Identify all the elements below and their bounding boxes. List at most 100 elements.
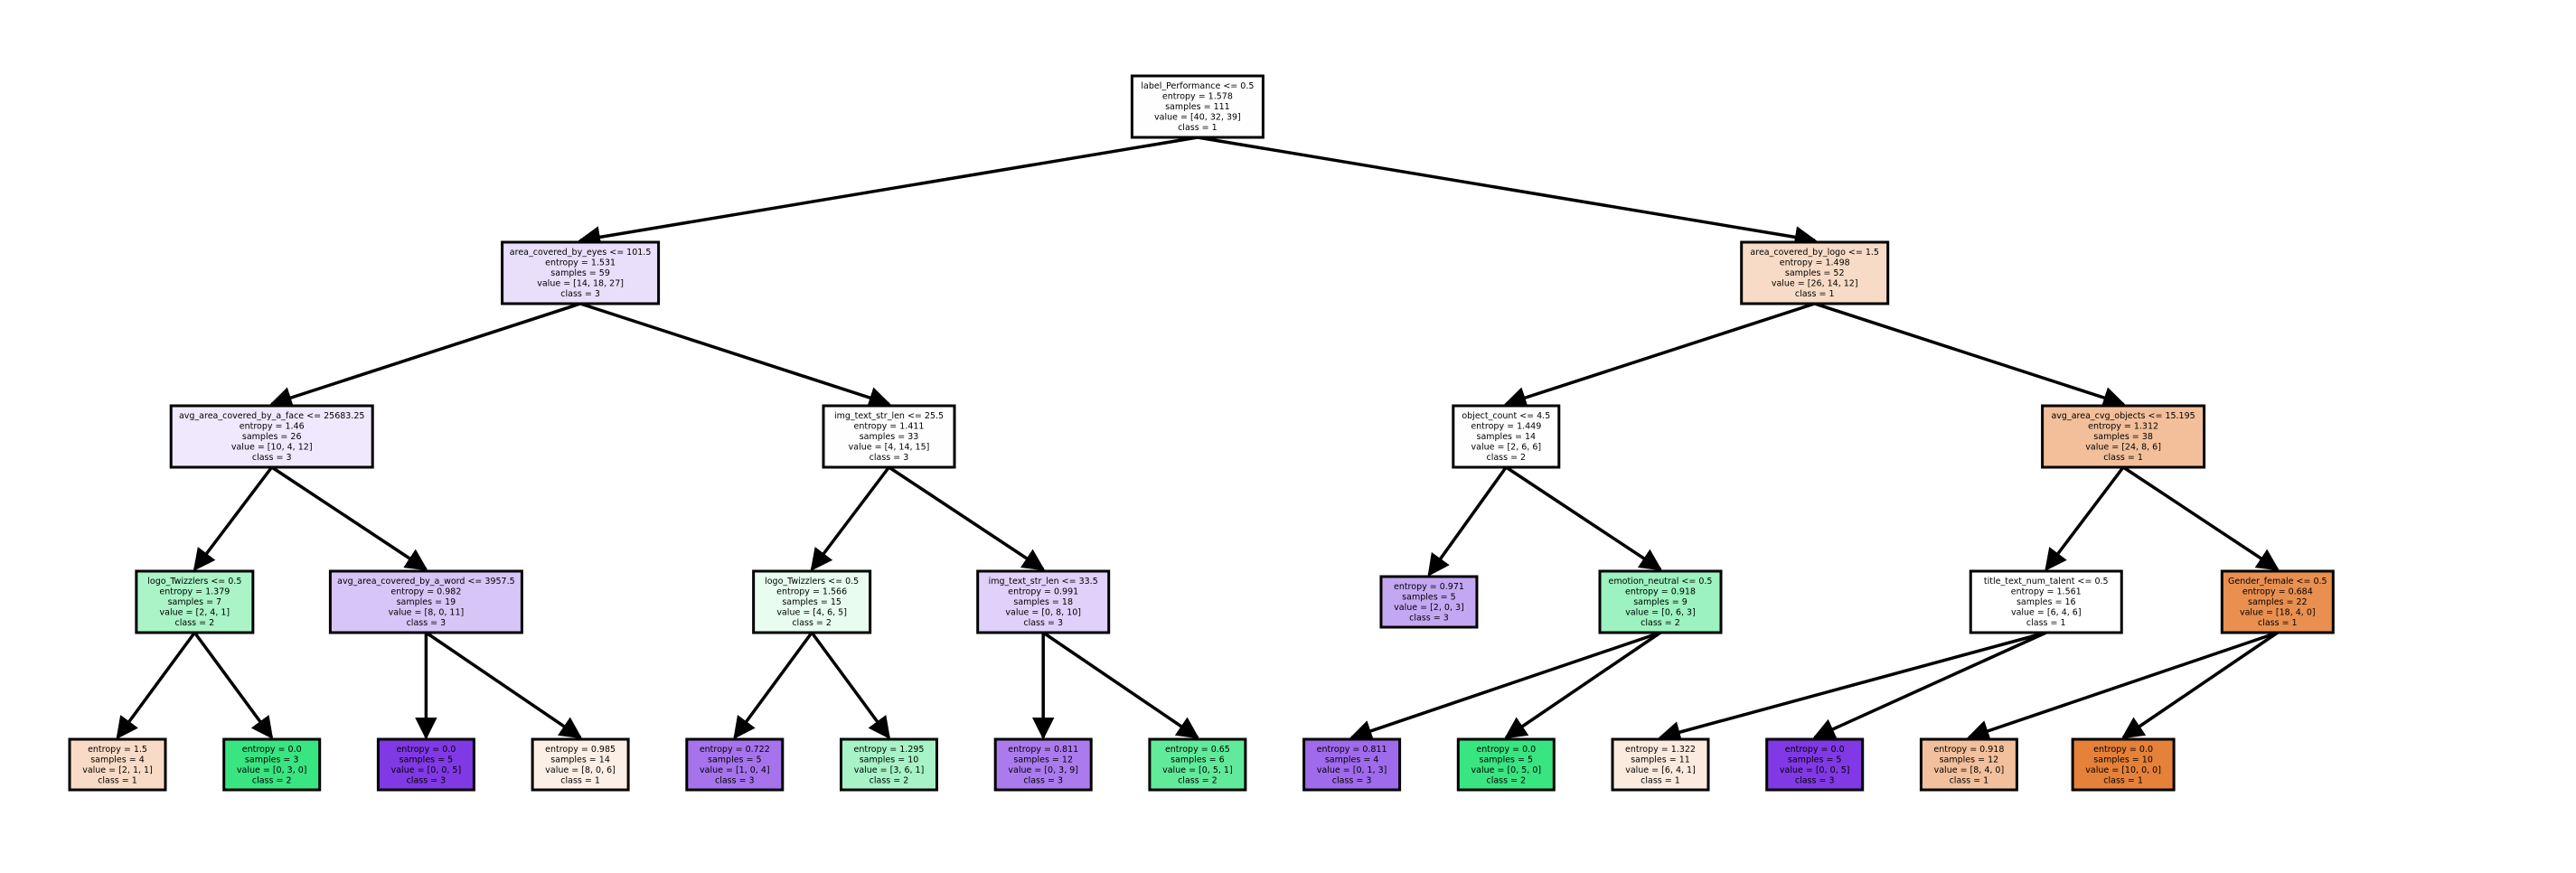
tree-node-line: samples = 4 (1325, 756, 1379, 765)
tree-node-line: samples = 59 (550, 268, 610, 278)
tree-node-line: samples = 52 (1785, 268, 1845, 278)
tree-node-line: class = 2 (870, 776, 909, 786)
tree-edge-n5-n12 (1505, 465, 1663, 571)
tree-node-line: value = [0, 3, 0] (237, 765, 307, 775)
tree-node-line: class = 1 (2103, 776, 2143, 786)
tree-node-line: object_count <= 4.5 (1462, 411, 1550, 421)
tree-node-line: class = 1 (1795, 289, 1835, 299)
tree-node-box (531, 737, 630, 792)
tree-node-line: Gender_female <= 0.5 (2228, 577, 2327, 587)
tree-node-line: title_text_num_talent <= 0.5 (1984, 577, 2109, 587)
tree-node-line: samples = 19 (397, 597, 456, 607)
tree-node-line: entropy = 1.322 (1625, 745, 1696, 755)
tree-node-line: class = 2 (175, 618, 215, 628)
tree-node-line: img_text_str_len <= 33.5 (989, 577, 1098, 587)
tree-node-line: class = 2 (1486, 453, 1526, 463)
tree-node-line: avg_area_covered_by_a_word <= 3957.5 (337, 577, 515, 587)
tree-edge-n2-n5 (1503, 302, 1816, 408)
tree-node-line: class = 2 (1486, 776, 1526, 786)
tree-node-line: entropy = 1.5 (88, 745, 147, 755)
tree-node-line: samples = 22 (2248, 597, 2308, 607)
tree-node-line: value = [0, 1, 3] (1317, 765, 1387, 775)
tree-edge-n4-n10 (888, 465, 1046, 571)
tree-node-box (1452, 404, 1561, 469)
tree-edge-n6-n14 (2122, 465, 2280, 571)
tree-node-line: entropy = 0.65 (1165, 745, 1230, 755)
tree-edge-n13-n25 (1658, 631, 2047, 744)
tree-node-line: entropy = 1.411 (854, 422, 925, 432)
tree-node-line: samples = 12 (1013, 756, 1073, 765)
tree-node-line: class = 2 (1641, 618, 1680, 628)
tree-node-line: entropy = 0.985 (545, 745, 616, 755)
tree-node-box (752, 569, 872, 634)
tree-node-line: class = 3 (1023, 618, 1063, 628)
tree-node-line: samples = 5 (400, 756, 454, 765)
tree-node-line: samples = 3 (245, 756, 299, 765)
tree-node-line: class = 1 (2026, 618, 2066, 628)
tree-edge-n8-n18 (425, 631, 583, 739)
tree-node-line: samples = 14 (1477, 432, 1537, 442)
tree-node-box (685, 737, 785, 792)
tree-node-line: value = [0, 5, 0] (1471, 765, 1542, 775)
tree-node-line: class = 1 (98, 776, 137, 786)
tree-edge-n7-n15 (116, 631, 196, 739)
tree-node-line: samples = 5 (1480, 756, 1534, 765)
tree-node-box (1740, 240, 1890, 305)
tree-node-line: label_Performance <= 0.5 (1141, 81, 1254, 91)
tree-node-line: value = [6, 4, 1] (1625, 765, 1696, 775)
tree-node-line: samples = 5 (1788, 756, 1842, 765)
tree-node-line: value = [2, 6, 6] (1471, 443, 1542, 453)
tree-edge-n0-n2 (1197, 136, 1818, 249)
tree-edges (116, 136, 2280, 744)
tree-node-line: value = [24, 8, 6] (2085, 443, 2161, 453)
tree-node-line: value = [8, 4, 0] (1934, 765, 2005, 775)
tree-node-box (1765, 737, 1865, 792)
tree-node-box (2071, 737, 2176, 792)
tree-node-line: class = 2 (252, 776, 292, 786)
tree-node-line: class = 1 (1178, 123, 1217, 133)
tree-node-line: samples = 12 (1940, 756, 1999, 765)
tree-node-line: class = 3 (407, 618, 447, 628)
tree-node-line: entropy = 1.498 (1780, 258, 1850, 268)
tree-node-box (1456, 737, 1556, 792)
tree-node-box (1969, 569, 2123, 634)
tree-node-line: value = [40, 32, 39] (1154, 113, 1241, 123)
tree-node-line: value = [0, 0, 5] (391, 765, 462, 775)
tree-node-line: value = [0, 8, 10] (1005, 608, 1081, 618)
tree-node-line: entropy = 0.971 (1394, 582, 1464, 592)
tree-node-box (376, 737, 475, 792)
tree-node-line: samples = 111 (1165, 102, 1230, 112)
tree-node-line: entropy = 0.0 (242, 745, 302, 755)
tree-node-line: value = [0, 0, 5] (1780, 765, 1850, 775)
tree-edge-n3-n8 (270, 465, 428, 571)
tree-node-line: logo_Twizzlers <= 0.5 (147, 577, 241, 587)
tree-node-line: value = [6, 4, 6] (2011, 608, 2082, 618)
tree-node-line: entropy = 0.991 (1008, 587, 1078, 597)
tree-node-line: samples = 10 (860, 756, 919, 765)
tree-node-line: entropy = 0.982 (390, 587, 461, 597)
tree-node-line: entropy = 0.811 (1008, 745, 1078, 755)
tree-node-box (993, 737, 1093, 792)
tree-edge-n14-n27 (1967, 631, 2279, 742)
tree-node-box (840, 737, 938, 792)
tree-node-line: entropy = 0.0 (1785, 745, 1845, 755)
tree-node-box (2041, 404, 2206, 469)
tree-node-box (222, 737, 322, 792)
tree-node-line: value = [8, 0, 11] (389, 608, 465, 618)
tree-node-line: samples = 9 (1633, 597, 1688, 607)
